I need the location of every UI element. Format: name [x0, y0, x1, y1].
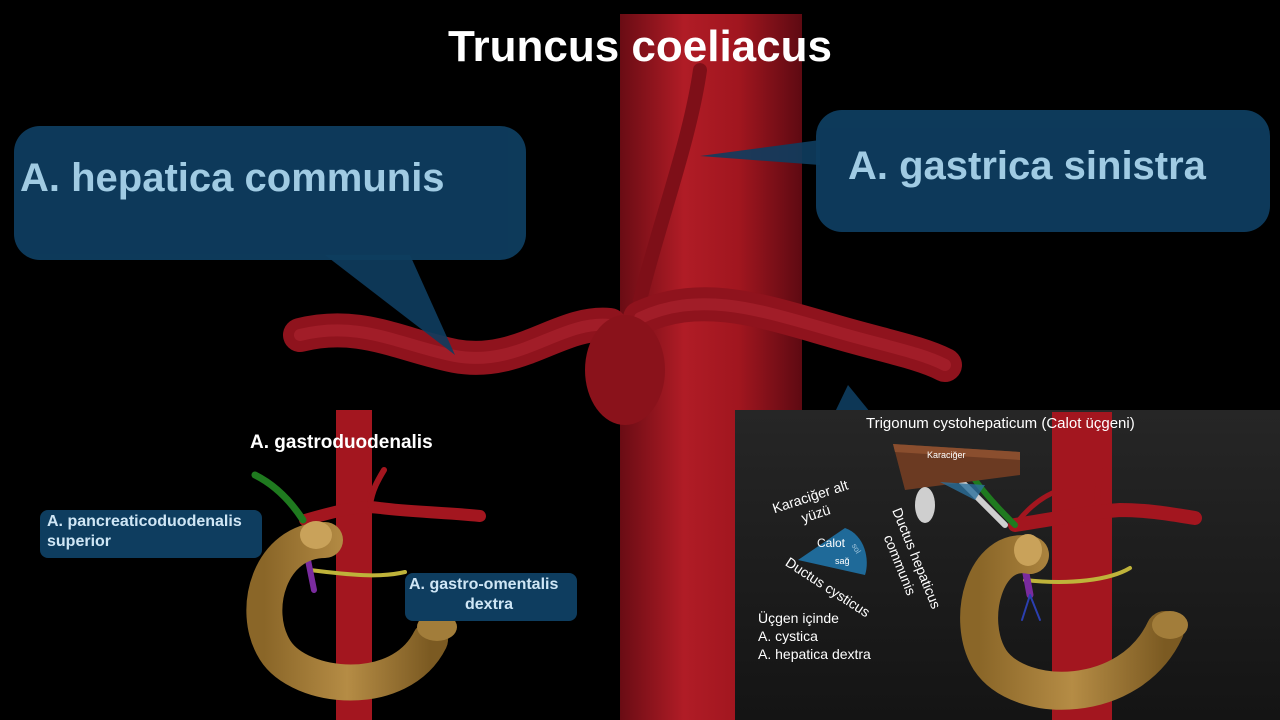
celiac-arteries [283, 63, 962, 382]
inside-item-cystica: A. cystica [758, 628, 818, 644]
callout-pointer-hepatica [325, 255, 455, 355]
calot-label: Calot [817, 536, 846, 550]
right-duodenum [960, 535, 1184, 710]
calot-triangle [798, 528, 867, 575]
gastro-omentalis-line1: A. gastro-omentalis [409, 576, 559, 593]
callout-pointer-gastrica [700, 140, 820, 165]
liver-label: Karaciğer [927, 450, 966, 460]
callout-gastro-omentalis: A. gastro-omentalis dextra [405, 573, 577, 621]
pancreaticoduodenalis-line2: superior [47, 533, 112, 550]
callout-hepatica-communis: A. hepatica communis [14, 126, 526, 260]
callout-pancreaticoduodenalis: A. pancreaticoduodenalis superior [40, 510, 262, 558]
label-gastroduodenalis: A. gastroduodenalis [250, 432, 433, 453]
inside-list: Üçgen içinde A. cystica A. hepatica dext… [758, 609, 871, 663]
callout-gastrica-sinistra-label: A. gastrica sinistra [848, 144, 1206, 188]
callout-pointer-small [835, 385, 870, 412]
calot-sag-label: sağ [835, 556, 850, 566]
pancreaticoduodenalis-line1: A. pancreaticoduodenalis [47, 513, 242, 530]
gastro-omentalis-line2: dextra [465, 596, 514, 613]
callout-hepatica-communis-label: A. hepatica communis [20, 156, 445, 200]
gallbladder [915, 487, 935, 523]
inside-title: Üçgen içinde [758, 610, 839, 626]
callout-gastrica-sinistra: A. gastrica sinistra [816, 110, 1270, 232]
page-title: Truncus coeliacus [448, 22, 832, 71]
inside-item-hepatica-dextra: A. hepatica dextra [758, 646, 871, 662]
celiac-trunk [585, 315, 665, 425]
left-duodenum [246, 522, 448, 701]
right-inset-title: Trigonum cystohepaticum (Calot üçgeni) [866, 415, 1135, 432]
